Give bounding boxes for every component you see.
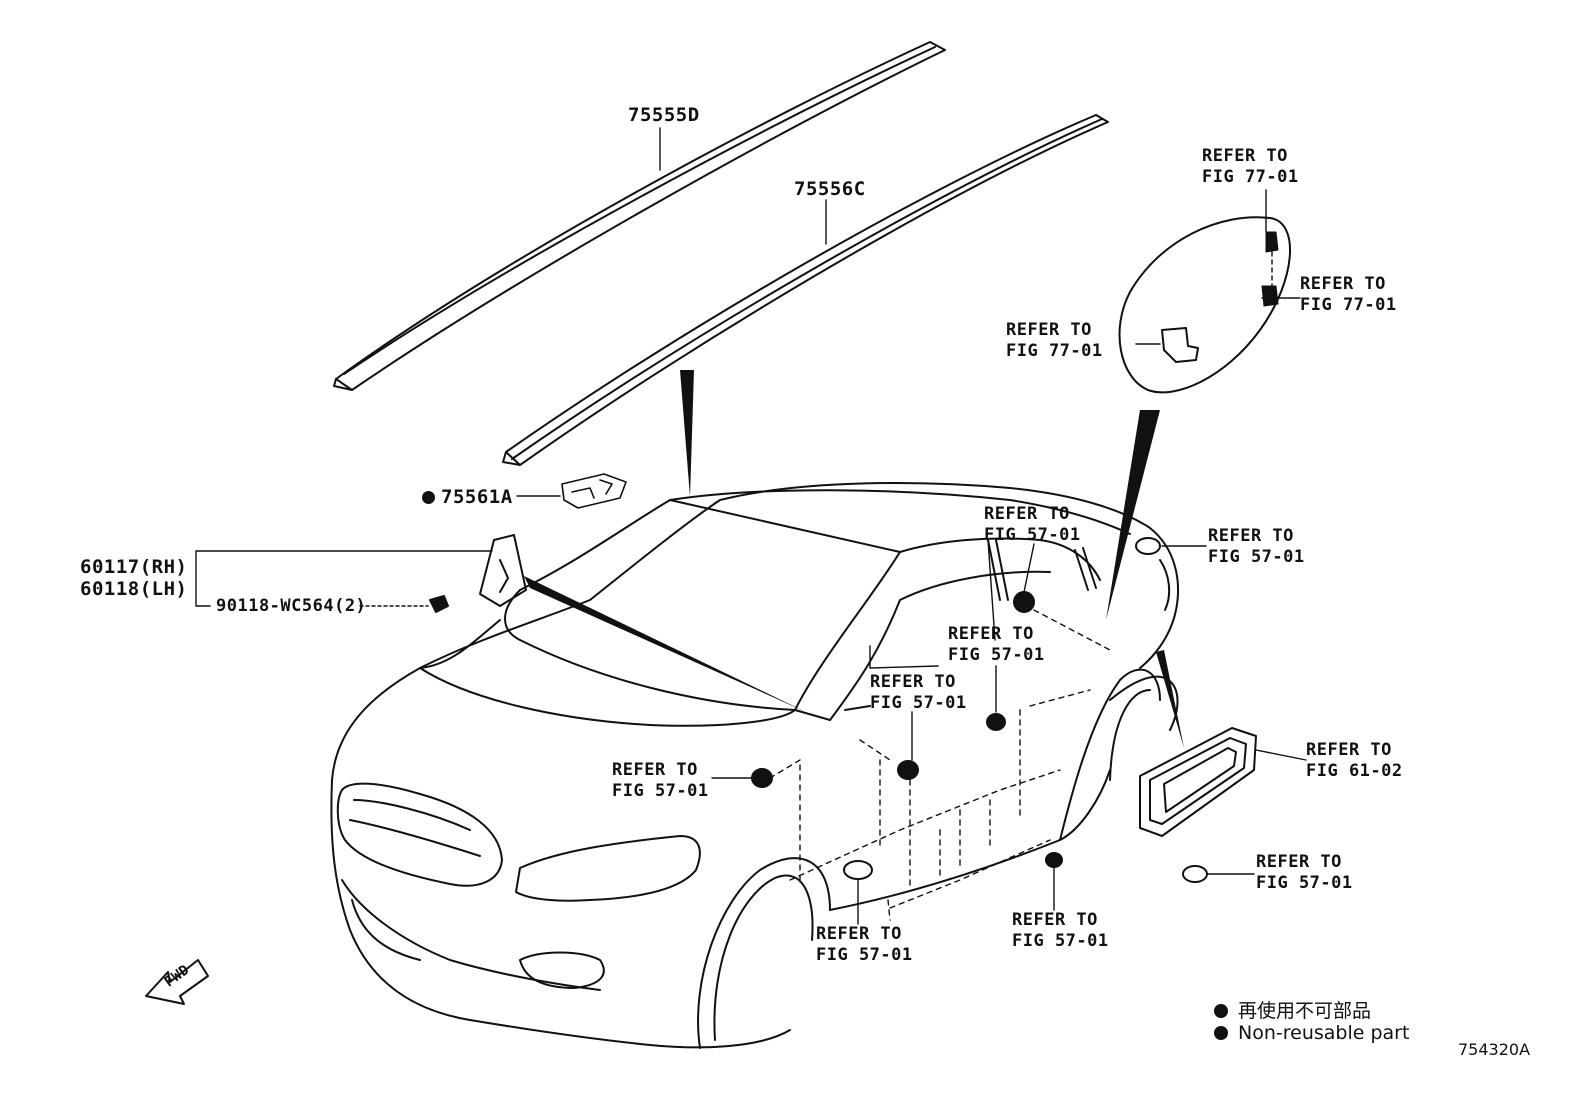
front-quarter-molding xyxy=(479,534,527,607)
label-60117: 60117(RH) xyxy=(80,556,188,578)
callout-wedges xyxy=(524,370,1184,748)
bullet-icon xyxy=(1214,1004,1228,1018)
label-60118: 60118(LH) xyxy=(80,578,188,600)
roof-molding-75555D xyxy=(333,41,946,391)
part-number-75561A: 75561A xyxy=(441,486,513,508)
bullet-icon xyxy=(1214,1026,1228,1040)
label-90118: 90118-WC564(2) xyxy=(216,596,367,616)
car-body xyxy=(330,482,1179,1049)
dashed-guides xyxy=(769,609,1111,921)
part-leaders xyxy=(195,127,827,607)
label-75555D: 75555D xyxy=(628,104,700,126)
diagram-code: 754320A xyxy=(1458,1040,1531,1059)
legend-jp: 再使用不可部品 xyxy=(1214,996,1371,1023)
rear-bumper-trim xyxy=(1139,727,1307,837)
clip-75561A xyxy=(561,473,627,509)
label-75561A: 75561A xyxy=(422,486,513,508)
clip-90118 xyxy=(429,595,449,613)
legend-en: Non-reusable part xyxy=(1214,1022,1409,1044)
ref-leaders xyxy=(711,539,1255,925)
roof-molding-75556C xyxy=(502,114,1109,466)
non-reusable-dot-icon xyxy=(422,491,435,504)
plugs xyxy=(751,537,1208,883)
fwd-arrow-icon xyxy=(145,959,209,1005)
label-75556C: 75556C xyxy=(794,178,866,200)
fuel-filler-door xyxy=(1118,189,1301,394)
